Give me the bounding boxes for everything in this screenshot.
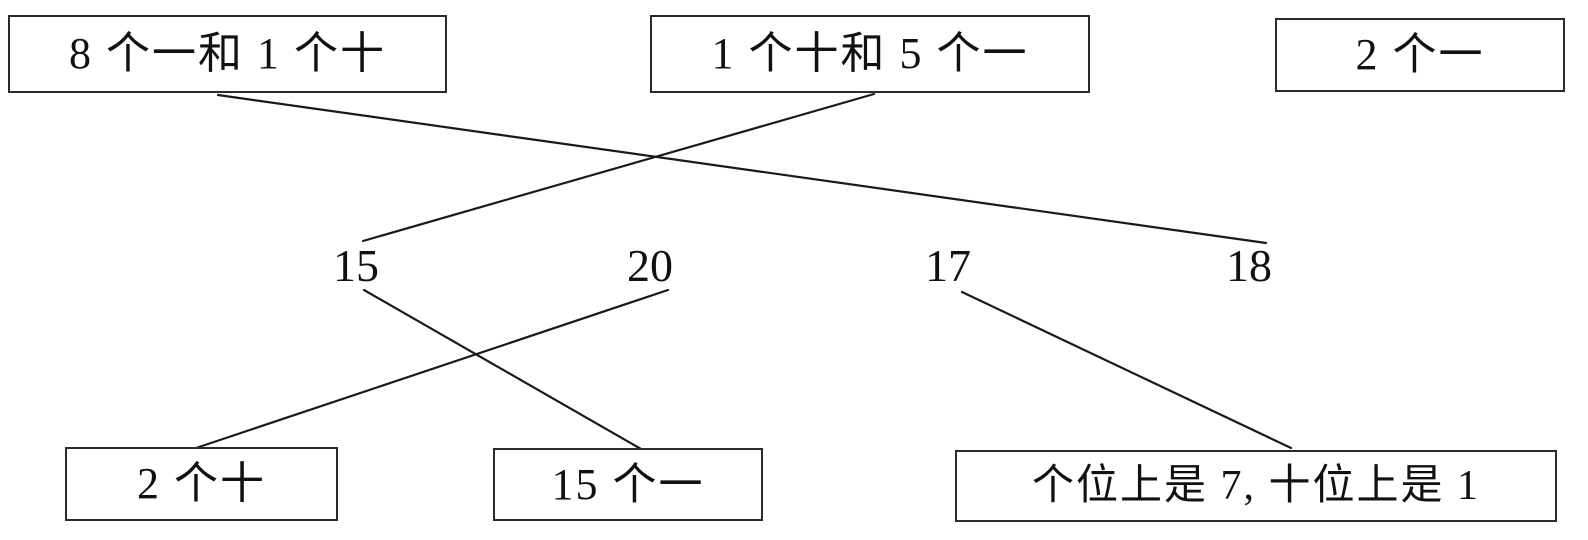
number-node-17[interactable]: 17 — [925, 240, 971, 291]
term-box-top-2-label: 1 个十和 5 个一 — [711, 29, 1029, 78]
term-box-top-3-label: 2 个一 — [1355, 30, 1485, 79]
connection-line-15-to-bottom2[interactable] — [362, 288, 643, 451]
term-box-bottom-1[interactable]: 2 个十 — [65, 447, 338, 521]
term-box-bottom-2[interactable]: 15 个一 — [493, 448, 763, 521]
number-node-18[interactable]: 18 — [1226, 240, 1272, 291]
connection-line-20-to-bottom1[interactable] — [194, 288, 670, 450]
term-box-bottom-3-label: 个位上是 7, 十位上是 1 — [1031, 463, 1480, 509]
term-box-bottom-2-label: 15 个一 — [551, 459, 705, 509]
connection-line-top2-to-15[interactable] — [361, 92, 876, 243]
number-node-15[interactable]: 15 — [333, 240, 379, 291]
term-box-bottom-1-label: 2 个十 — [137, 459, 266, 508]
term-box-top-1[interactable]: 8 个一和 1 个十 — [8, 15, 447, 93]
connection-line-top1-to-18[interactable] — [216, 93, 1268, 245]
connection-line-17-to-bottom3[interactable] — [960, 290, 1293, 450]
term-box-top-3[interactable]: 2 个一 — [1275, 18, 1565, 92]
term-box-top-2[interactable]: 1 个十和 5 个一 — [650, 15, 1090, 93]
term-box-top-1-label: 8 个一和 1 个十 — [69, 29, 386, 78]
term-box-bottom-3[interactable]: 个位上是 7, 十位上是 1 — [955, 450, 1557, 522]
number-node-20[interactable]: 20 — [627, 240, 673, 291]
